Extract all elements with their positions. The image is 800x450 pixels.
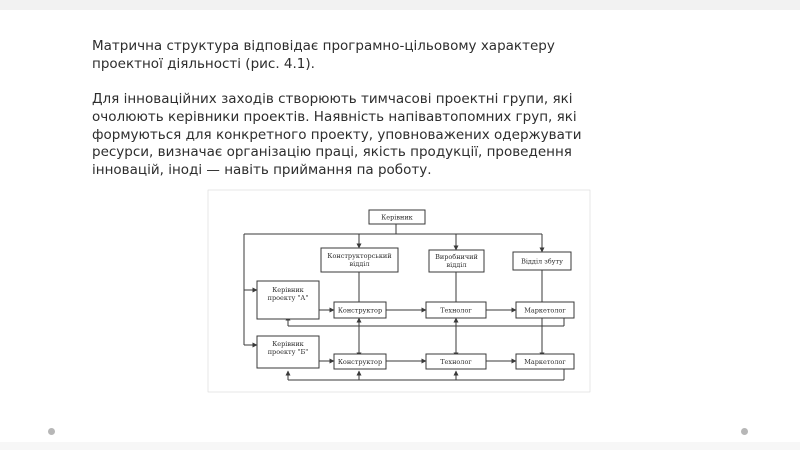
row-b-technologist-label: Технолог [440, 358, 472, 366]
row-a-designer: Конструктор [333, 301, 387, 319]
slide-dot-right [741, 428, 748, 435]
head-node: Керівник [368, 209, 426, 225]
row-a-technologist-label: Технолог [440, 307, 472, 315]
department-sales-label: Відділ збуту [521, 258, 563, 266]
row-b-marketer: Маркетолог [515, 353, 575, 370]
row-b-marketer-label: Маркетолог [524, 358, 566, 366]
paragraph-2: Для інноваційних заходів створюють тимча… [92, 91, 582, 179]
row-b-technologist: Технолог [425, 353, 487, 370]
department-sales: Відділ збуту [512, 251, 572, 271]
paragraph-1: Матрична структура відповідає програмно-… [92, 38, 555, 72]
row-b-designer-label: Конструктор [338, 358, 382, 366]
row-a-designer-label: Конструктор [338, 307, 382, 315]
row-a-technologist: Технолог [425, 301, 487, 319]
head-label: Керівник [381, 214, 413, 222]
slide-text: Матрична структура відповідає програмно-… [92, 38, 582, 180]
slide-bottom-band [0, 442, 800, 450]
row-a-marketer-label: Маркетолог [524, 307, 566, 315]
slide-dot-left [48, 428, 55, 435]
slide-top-band [0, 0, 800, 10]
row-b-designer: Конструктор [333, 353, 387, 370]
row-a-marketer: Маркетолог [515, 301, 575, 319]
